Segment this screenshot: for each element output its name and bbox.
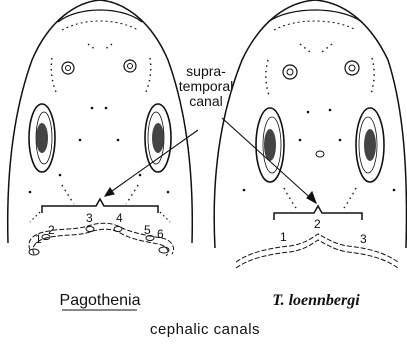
left-nostril-icon [283, 65, 297, 79]
pagothenia-pore-number: 4 [116, 211, 123, 225]
pagothenia-head-outline [8, 0, 193, 243]
right-eye-icon [356, 108, 384, 182]
right-nostril-icon [345, 61, 359, 75]
pagothenia-name: Pagothenia [52, 292, 148, 310]
loennbergi-head [214, 0, 406, 268]
left-nostril-icon [62, 62, 74, 74]
arrowhead-icon [307, 192, 316, 203]
left-eye-icon [29, 104, 55, 172]
loennbergi-pore-number: 1 [280, 230, 287, 244]
label-line-3: canal [176, 94, 236, 109]
pagothenia-pore-number: 3 [86, 211, 93, 225]
label-line-1: supra- [176, 64, 236, 79]
label-line-2: temporal [176, 79, 236, 94]
arrowhead-icon [105, 188, 114, 196]
loennbergi-supratemporal-canal [236, 234, 398, 262]
pagothenia-pore-number: 2 [48, 223, 55, 237]
pagothenia-pore-number: 1 [35, 232, 42, 246]
pagothenia-pore-number: 6 [157, 227, 164, 241]
pagothenia-canal-bracket [42, 199, 158, 213]
figure-caption: cephalic canals [120, 321, 290, 338]
right-eye-icon [145, 104, 171, 172]
pagothenia-pore-number: 5 [144, 223, 151, 237]
annotation-arrows [105, 118, 316, 203]
pagothenia-head [8, 0, 193, 256]
right-nostril-icon [124, 60, 136, 72]
loennbergi-pore-number: 2 [314, 217, 321, 231]
supratemporal-canal-label: supra- temporal canal [176, 64, 236, 109]
loennbergi-pore-number: 3 [360, 232, 367, 246]
loennbergi-name: T. loennbergi [246, 292, 386, 310]
loennbergi-head-outline [214, 0, 406, 248]
